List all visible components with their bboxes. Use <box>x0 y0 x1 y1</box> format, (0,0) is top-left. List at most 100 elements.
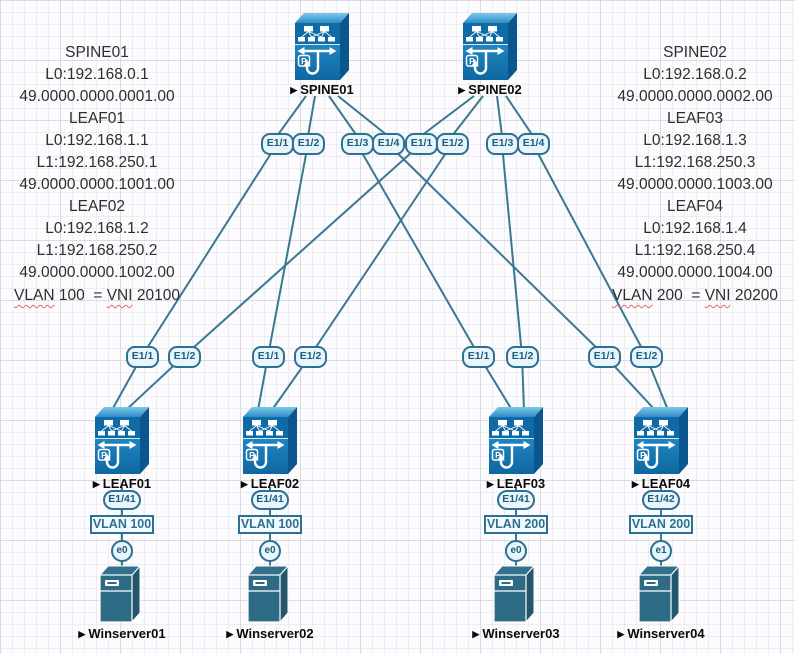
vlan-word: VLAN <box>612 287 653 304</box>
spine01-label[interactable]: ▶SPINE01 <box>282 82 362 97</box>
info-line: L0:192.168.0.1 <box>45 66 149 83</box>
vlan-box-leaf02[interactable]: VLAN 100 <box>238 515 302 534</box>
link-spine01-e12--leaf02-e11[interactable] <box>267 143 309 357</box>
winserver03-label[interactable]: ▶Winserver03 <box>461 626 571 641</box>
info-line: L0:192.168.1.1 <box>45 132 149 149</box>
stub-spine02-port3[interactable] <box>496 95 503 137</box>
node-label-text: LEAF03 <box>496 476 546 491</box>
nexus-switch-icon-leaf04[interactable] <box>633 404 689 474</box>
note-mid: 100 = <box>54 287 107 304</box>
node-label-text: Winserver01 <box>88 626 166 641</box>
port-pill-spine01-e1-1[interactable]: E1/1 <box>261 133 294 155</box>
stub-spine01-port2[interactable] <box>307 95 316 137</box>
info-line: LEAF01 <box>68 110 125 127</box>
spine02-label[interactable]: ▶SPINE02 <box>450 82 530 97</box>
vlan-box-leaf04[interactable]: VLAN 200 <box>629 515 693 534</box>
stub-spine01-port1[interactable] <box>276 95 307 137</box>
link-spine02-e12--leaf02-e12[interactable] <box>309 143 453 357</box>
port-pill-spine02-e1-2[interactable]: E1/2 <box>436 133 469 155</box>
server-icon-winserver04[interactable] <box>637 564 685 624</box>
info-line: L1:192.168.250.1 <box>36 154 158 171</box>
leaf04-label[interactable]: ▶LEAF04 <box>621 476 701 491</box>
port-pill-leaf04-e1-1[interactable]: E1/1 <box>588 346 621 368</box>
leaf03-label[interactable]: ▶LEAF03 <box>476 476 556 491</box>
nexus-switch-icon-leaf01[interactable] <box>94 404 150 474</box>
stub-spine02-port4[interactable] <box>505 95 534 137</box>
stub-spine01-port3[interactable] <box>328 95 358 137</box>
node-marker-icon: ▶ <box>486 479 494 489</box>
port-pill-leaf04-e1-2[interactable]: E1/2 <box>630 346 663 368</box>
info-line: LEAF03 <box>666 110 723 127</box>
info-line: 49.0000.0000.1003.00 <box>617 176 773 193</box>
nic-circle-winserver04[interactable]: e1 <box>650 540 672 562</box>
link-spine01-e13--leaf03-e11[interactable] <box>356 143 480 357</box>
nic-circle-winserver03[interactable]: e0 <box>505 540 527 562</box>
nic-circle-winserver01[interactable]: e0 <box>111 540 133 562</box>
port-pill-leaf01-e1-2[interactable]: E1/2 <box>168 346 201 368</box>
port-pill-leaf04-access[interactable]: E1/42 <box>642 490 680 510</box>
port-pill-leaf01-e1-1[interactable]: E1/1 <box>126 346 159 368</box>
vlan-vni-note-right[interactable]: VLAN 200 = VNI 20200 <box>600 287 790 305</box>
info-line: L1:192.168.250.3 <box>634 154 756 171</box>
info-line: 49.0000.0000.0002.00 <box>617 88 773 105</box>
winserver01-label[interactable]: ▶Winserver01 <box>67 626 177 641</box>
node-marker-icon: ▶ <box>78 629 86 639</box>
link-spine01-e11--leaf01-e11[interactable] <box>141 143 278 357</box>
port-pill-spine01-e1-4[interactable]: E1/4 <box>372 133 405 155</box>
leaf02-label[interactable]: ▶LEAF02 <box>230 476 310 491</box>
link-spine02-e14--leaf04-e12[interactable] <box>532 143 647 357</box>
port-pill-leaf02-e1-1[interactable]: E1/1 <box>252 346 285 368</box>
nexus-switch-icon-spine02[interactable] <box>462 10 518 80</box>
info-block-right[interactable]: SPINE02 L0:192.168.0.2 49.0000.0000.0002… <box>600 42 790 284</box>
note-tail: 20200 <box>730 287 778 304</box>
winserver04-label[interactable]: ▶Winserver04 <box>606 626 716 641</box>
node-label-text: Winserver03 <box>482 626 560 641</box>
stub-spine02-port1[interactable] <box>420 95 475 137</box>
link-spine02-e11--leaf01-e12[interactable] <box>183 143 422 357</box>
vlan-box-leaf03[interactable]: VLAN 200 <box>484 515 548 534</box>
link-spine01-e14--leaf04-e11[interactable] <box>387 143 606 357</box>
node-marker-icon: ▶ <box>92 479 100 489</box>
port-pill-leaf02-e1-2[interactable]: E1/2 <box>294 346 327 368</box>
info-line: LEAF04 <box>666 198 723 215</box>
vlan-vni-note-left[interactable]: VLAN 100 = VNI 20100 <box>2 287 192 305</box>
info-line: LEAF02 <box>68 198 125 215</box>
vlan-word: VLAN <box>14 287 55 304</box>
node-marker-icon: ▶ <box>631 479 639 489</box>
link-spine02-e13--leaf03-e12[interactable] <box>501 143 523 357</box>
port-pill-leaf02-access[interactable]: E1/41 <box>251 490 289 510</box>
port-pill-leaf03-e1-2[interactable]: E1/2 <box>506 346 539 368</box>
nexus-switch-icon-leaf03[interactable] <box>488 404 544 474</box>
note-mid: 200 = <box>652 287 705 304</box>
nexus-switch-icon-leaf02[interactable] <box>242 404 298 474</box>
port-pill-spine02-e1-3[interactable]: E1/3 <box>486 133 519 155</box>
vni-word: VNI <box>106 287 133 304</box>
stub-spine01-port4[interactable] <box>337 95 389 137</box>
info-line: 49.0000.0000.0001.00 <box>19 88 175 105</box>
node-marker-icon: ▶ <box>290 85 298 95</box>
server-icon-winserver01[interactable] <box>98 564 146 624</box>
node-label-text: Winserver04 <box>627 626 705 641</box>
leaf01-label[interactable]: ▶LEAF01 <box>82 476 162 491</box>
port-pill-spine01-e1-2[interactable]: E1/2 <box>292 133 325 155</box>
nic-circle-winserver02[interactable]: e0 <box>259 540 281 562</box>
port-pill-leaf01-access[interactable]: E1/41 <box>103 490 141 510</box>
info-line: 49.0000.0000.1002.00 <box>19 264 175 281</box>
port-pill-spine01-e1-3[interactable]: E1/3 <box>341 133 374 155</box>
winserver02-label[interactable]: ▶Winserver02 <box>215 626 325 641</box>
port-pill-leaf03-e1-1[interactable]: E1/1 <box>462 346 495 368</box>
nexus-switch-icon-spine01[interactable] <box>294 10 350 80</box>
info-block-left[interactable]: SPINE01 L0:192.168.0.1 49.0000.0000.0001… <box>2 42 192 284</box>
node-marker-icon: ▶ <box>458 85 466 95</box>
port-pill-leaf03-access[interactable]: E1/41 <box>497 490 535 510</box>
node-label-text: LEAF01 <box>102 476 152 491</box>
vlan-box-leaf01[interactable]: VLAN 100 <box>90 515 154 534</box>
stub-spine02-port2[interactable] <box>451 95 484 137</box>
server-icon-winserver02[interactable] <box>246 564 294 624</box>
port-pill-spine02-e1-1[interactable]: E1/1 <box>405 133 438 155</box>
node-label-text: LEAF04 <box>641 476 691 491</box>
info-line: L1:192.168.250.2 <box>36 242 158 259</box>
port-pill-spine02-e1-4[interactable]: E1/4 <box>517 133 550 155</box>
server-icon-winserver03[interactable] <box>492 564 540 624</box>
